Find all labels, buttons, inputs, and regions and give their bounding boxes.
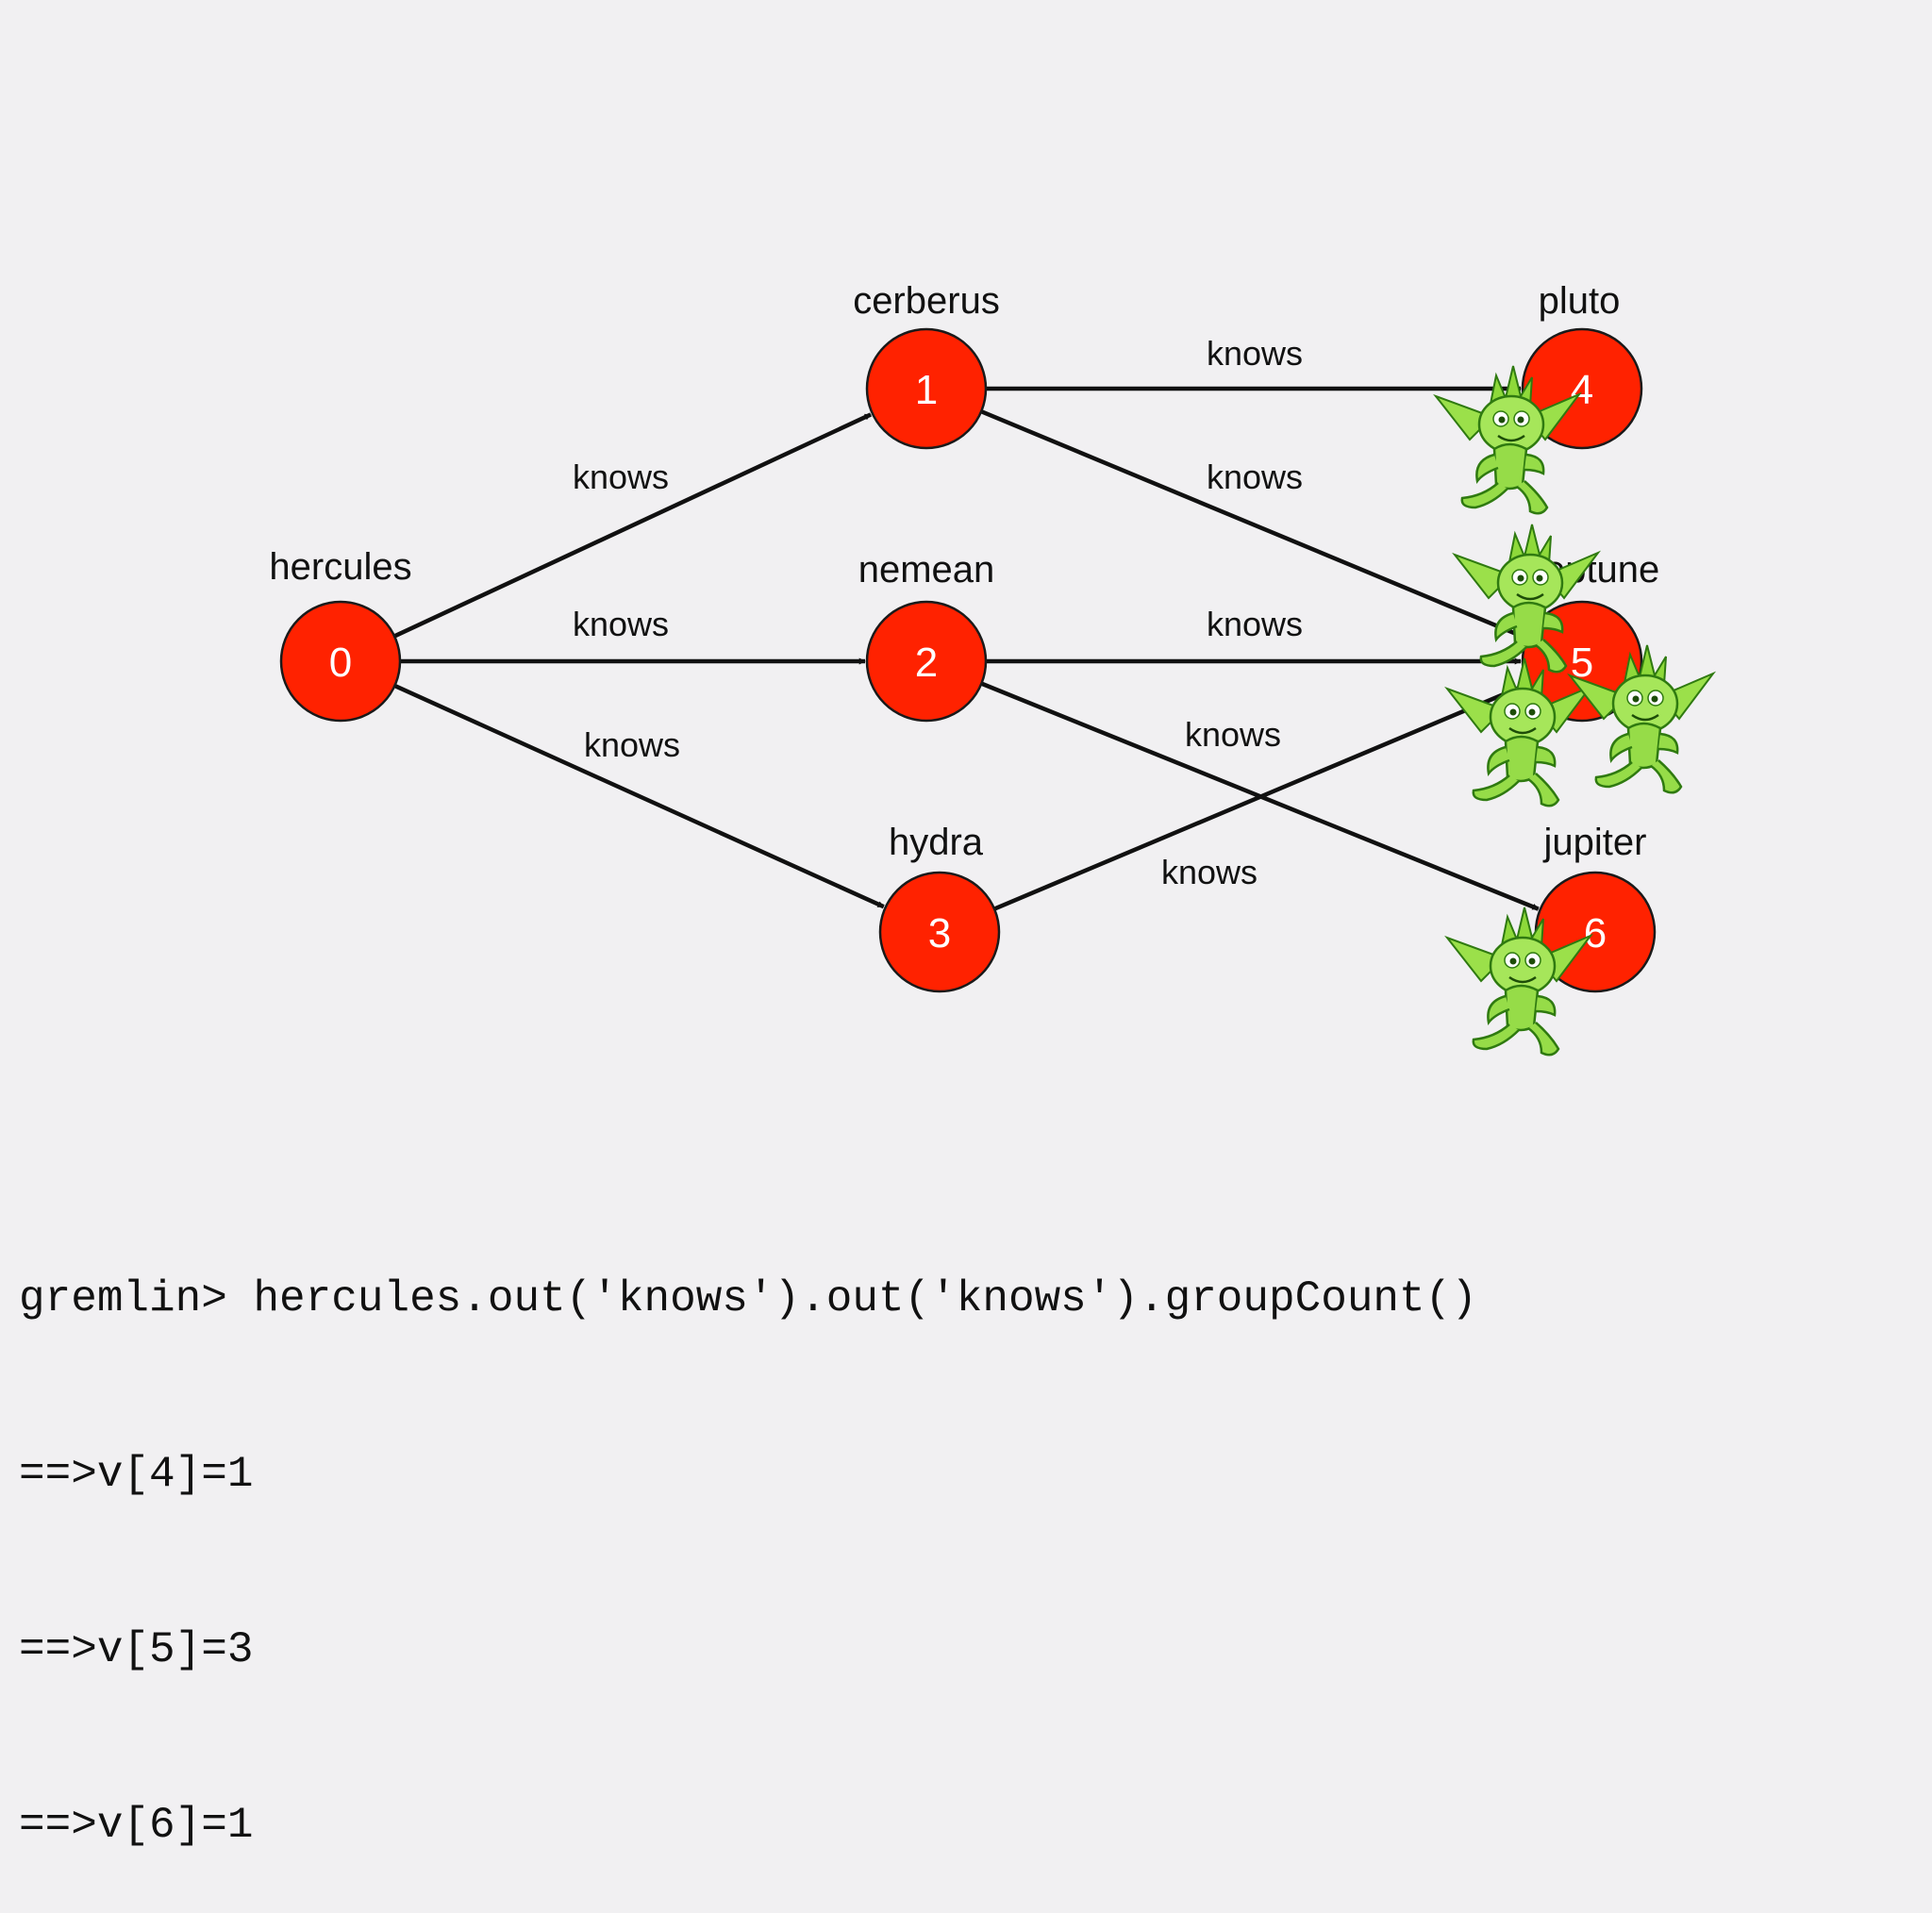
edge-label-0-2: knows [573, 605, 669, 643]
node-hercules: 0 hercules [269, 546, 412, 723]
edge-0-1 [393, 412, 873, 639]
node-label-nemean: nemean [858, 549, 995, 591]
node-label-pluto: pluto [1539, 280, 1621, 322]
console-result-2: ==>v[5]=3 [19, 1625, 254, 1674]
console-result-1: ==>v[4]=1 [19, 1450, 254, 1499]
node-circle-3 [878, 871, 1001, 993]
node-id-6: 6 [1584, 910, 1607, 956]
console-command: gremlin> hercules.out('knows').out('know… [19, 1274, 1477, 1323]
console-result-3: ==>v[6]=1 [19, 1801, 254, 1850]
node-label-hydra: hydra [889, 822, 984, 863]
edge-label-2-6: knows [1185, 715, 1281, 754]
node-label-cerberus: cerberus [853, 280, 1000, 322]
node-circle-0 [279, 600, 402, 723]
node-circle-2 [865, 600, 988, 723]
graph-diagram: knows knows knows knows knows knows knows knows… [269, 280, 1715, 1056]
edge-1-5 [980, 409, 1526, 640]
edge-label-0-3: knows [584, 725, 680, 764]
node-id-3: 3 [928, 910, 951, 956]
node-circle-1 [865, 327, 988, 450]
edge-label-1-5: knows [1207, 457, 1303, 496]
node-nemean: 2 nemean [858, 549, 995, 723]
node-label-hercules: hercules [269, 546, 411, 588]
node-id-4: 4 [1571, 367, 1593, 413]
node-hydra: 3 hydra [878, 822, 1001, 993]
edge-label-0-1: knows [573, 457, 669, 496]
node-id-2: 2 [915, 640, 938, 686]
node-id-0: 0 [329, 640, 352, 686]
edge-3-5 [993, 683, 1526, 911]
node-id-1: 1 [915, 367, 938, 413]
node-cerberus: 1 cerberus [853, 280, 1000, 450]
edge-0-3 [393, 683, 885, 909]
edge-label-2-5: knows [1207, 605, 1303, 643]
gremlin-console: gremlin> hercules.out('knows').out('know… [19, 1153, 1477, 1913]
edge-label-1-4: knows [1207, 334, 1303, 373]
edge-label-3-5: knows [1161, 853, 1257, 891]
node-label-jupiter: jupiter [1543, 822, 1647, 863]
